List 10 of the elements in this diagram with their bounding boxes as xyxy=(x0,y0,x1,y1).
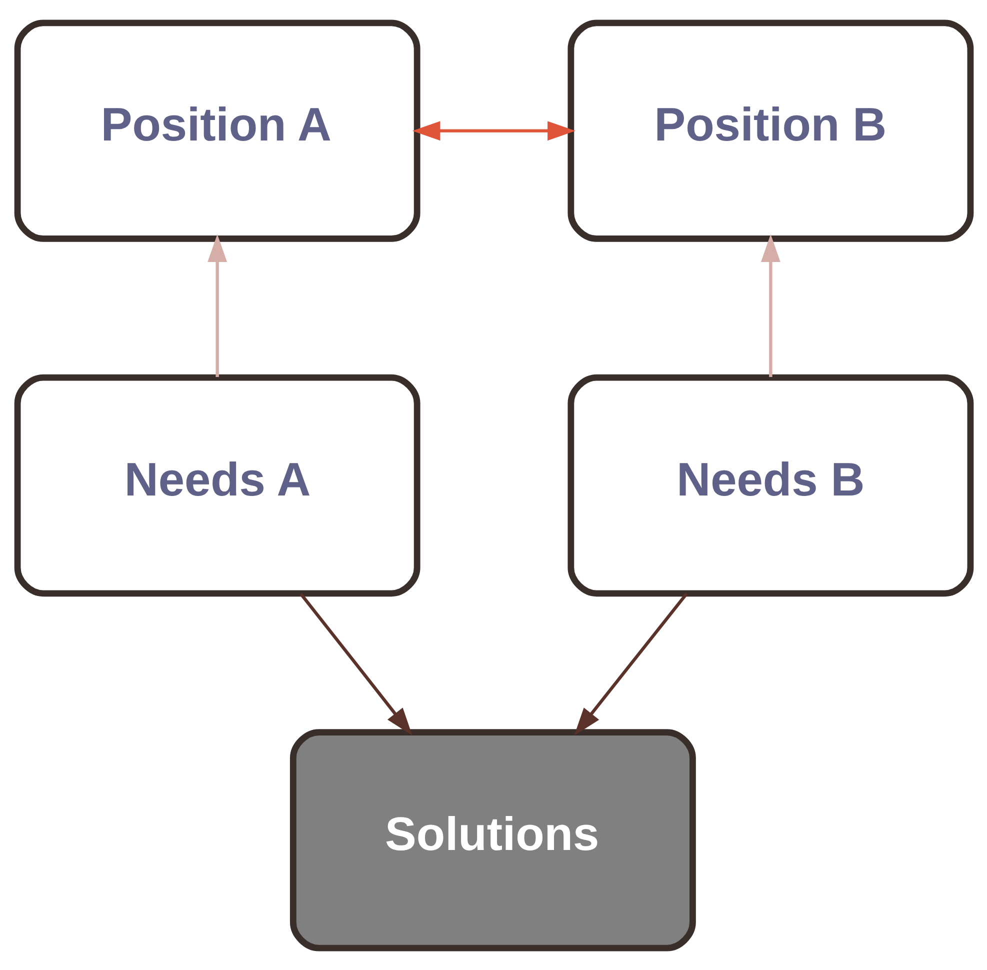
arrow xyxy=(207,234,227,377)
node-box: Needs B xyxy=(567,374,974,596)
node-box: Solutions xyxy=(289,728,696,951)
arrow xyxy=(574,592,688,736)
node-box: Position A xyxy=(14,19,420,242)
arrow xyxy=(760,234,780,377)
node-box: Position B xyxy=(567,19,974,242)
arrow xyxy=(298,592,412,736)
arrow xyxy=(412,120,575,140)
node-box: Needs A xyxy=(14,374,420,596)
